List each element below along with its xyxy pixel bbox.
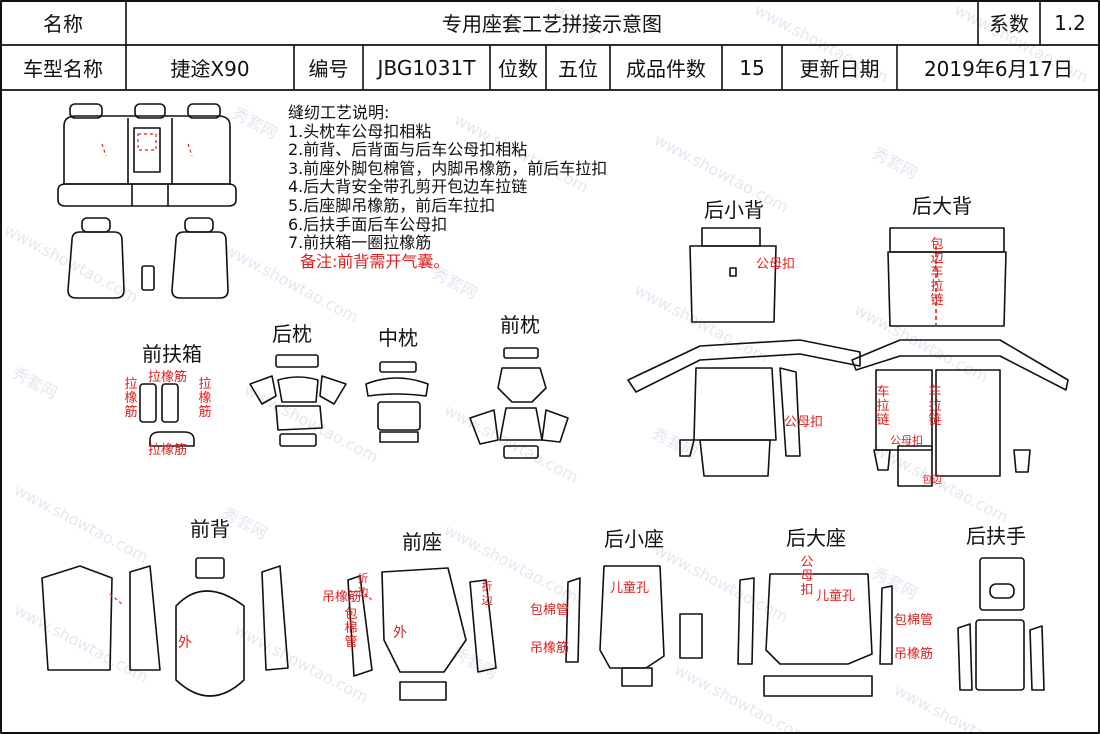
rear-big-back-pattern xyxy=(851,227,1069,487)
anno-hang-elastic-rear-small: 吊橡筋 xyxy=(530,641,570,656)
label-rear-big-seat: 后大座 xyxy=(786,526,846,550)
anno-zip-right: 车拉链 xyxy=(928,385,942,428)
anno-snap-big-back: 公母扣 xyxy=(890,434,923,447)
anno-pull-elastic-left: 拉橡筋 xyxy=(124,377,138,420)
anno-cotton-tube-rear-small: 包棉管 xyxy=(530,603,570,618)
anno-pull-elastic-right: 拉橡筋 xyxy=(198,377,212,420)
anno-zip-left: 车拉链 xyxy=(876,385,890,428)
code-value: JBG1031T xyxy=(377,55,476,80)
anno-child-hole-big: 儿童孔 xyxy=(816,589,856,604)
note-item: 1.头枕车公母扣相粘 xyxy=(288,121,432,141)
pieces-value: 15 xyxy=(739,55,765,80)
anno-child-hole-small: 儿童孔 xyxy=(610,581,650,596)
anno-pull-elastic: 拉橡筋 xyxy=(148,370,188,385)
sewing-notes: 缝纫工艺说明: 1.头枕车公母扣相粘 2.前背、后背面与后车公母扣相粘 3.前座… xyxy=(288,103,608,271)
label-front-headrest: 前枕 xyxy=(500,313,540,337)
label-rear-small-back: 后小背 xyxy=(704,198,764,222)
page-title: 专用座套工艺拼接示意图 xyxy=(442,12,662,36)
rear-small-seat-pattern xyxy=(565,565,703,687)
anno-snap-small-back-2: 公母扣 xyxy=(784,415,824,430)
header-table: 名称 专用座套工艺拼接示意图 系数 1.2 车型名称 捷途X90 编号 JBG1… xyxy=(0,0,1100,90)
model-label: 车型名称 xyxy=(23,57,103,81)
anno-cotton-tube-big: 包棉管 xyxy=(894,613,934,628)
label-front-armbox: 前扶箱 xyxy=(142,342,202,366)
anno-cotton-tube-front: 包棉管 xyxy=(344,607,358,650)
note-item: 6.后扶手面后车公母扣 xyxy=(288,214,448,234)
code-label: 编号 xyxy=(308,57,349,81)
note-item: 2.前背、后背面与后车公母扣相粘 xyxy=(288,140,528,160)
notes-remark: 备注:前背需开气囊。 xyxy=(300,251,450,271)
rear-big-seat-pattern xyxy=(737,573,893,697)
model-value: 捷途X90 xyxy=(170,57,250,81)
anno-fold-left: 折边 xyxy=(357,572,369,599)
anno-bind: 包边 xyxy=(922,475,942,486)
front-headrest-pattern xyxy=(469,347,569,459)
rear-headrest-pattern xyxy=(249,354,347,447)
front-back-pattern xyxy=(41,557,289,697)
seats-value: 五位 xyxy=(558,57,598,81)
front-seat-pattern xyxy=(347,567,497,701)
seat-overview-icon xyxy=(57,103,237,299)
label-front-back: 前背 xyxy=(190,517,230,541)
anno-snap-small-back: 公母扣 xyxy=(756,257,796,272)
date-value: 2019年6月17日 xyxy=(923,57,1074,81)
coef-label: 系数 xyxy=(989,12,1029,36)
anno-snap-big-seat: 公母扣 xyxy=(800,555,814,598)
label-rear-armrest: 后扶手 xyxy=(966,524,1026,548)
label-rear-headrest: 后枕 xyxy=(272,322,312,346)
anno-outer-seat: 外 xyxy=(393,625,407,641)
mid-headrest-pattern xyxy=(365,361,429,443)
date-label: 更新日期 xyxy=(799,57,880,81)
rear-armrest-pattern xyxy=(957,557,1045,691)
front-armbox-pattern xyxy=(139,383,195,447)
seats-label: 位数 xyxy=(498,57,538,81)
anno-pull-elastic-bottom: 拉橡筋 xyxy=(148,443,188,458)
note-item: 5.后座脚吊橡筋，前后车拉扣 xyxy=(288,195,496,215)
coef-value: 1.2 xyxy=(1054,10,1086,35)
note-item: 4.后大背安全带孔剪开包边车拉链 xyxy=(288,177,528,197)
anno-edge-zip: 包边车拉链 xyxy=(930,237,944,308)
anno-hang-elastic-big: 吊橡筋 xyxy=(894,647,934,662)
label-rear-small-seat: 后小座 xyxy=(604,527,664,551)
note-item: 7.前扶箱一圈拉橡筋 xyxy=(288,233,432,253)
anno-fold-right: 折边 xyxy=(481,580,493,607)
anno-outer-back: 外 xyxy=(178,635,192,651)
note-item: 3.前座外脚包棉管，内脚吊橡筋，前后车拉扣 xyxy=(288,158,608,178)
label-rear-big-back: 后大背 xyxy=(912,194,972,218)
label-mid-headrest: 中枕 xyxy=(378,326,418,350)
anno-hang-elastic-front: 吊橡筋 xyxy=(322,590,362,605)
rear-small-back-pattern xyxy=(627,227,861,477)
label-front-seat: 前座 xyxy=(402,530,442,554)
notes-heading: 缝纫工艺说明: xyxy=(288,103,390,122)
pieces-label: 成品件数 xyxy=(626,57,706,81)
name-label: 名称 xyxy=(43,12,83,36)
